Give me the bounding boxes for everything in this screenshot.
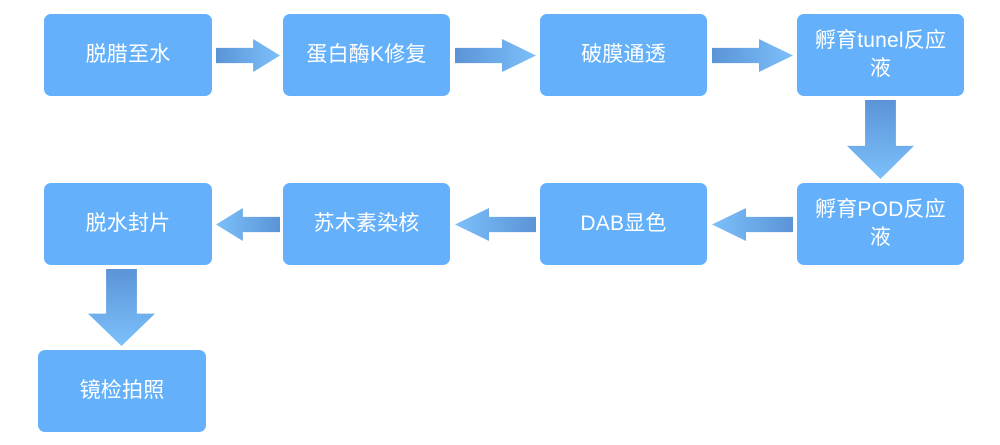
- flow-arrow-right-icon: [712, 39, 793, 72]
- flow-node-苏木素染核[interactable]: 苏木素染核: [283, 183, 450, 265]
- flow-node-label: 破膜通透: [581, 43, 666, 67]
- flow-node-脱腊至水[interactable]: 脱腊至水: [44, 14, 212, 96]
- flow-node-孵育POD反应液[interactable]: 孵育POD反应液: [797, 183, 964, 265]
- flow-node-label: DAB显色: [580, 212, 667, 236]
- flow-node-label: 孵育tunel反应液: [814, 29, 947, 80]
- flow-node-label: 脱水封片: [85, 212, 171, 236]
- flow-arrow-left-icon: [712, 208, 793, 241]
- flow-node-DAB显色[interactable]: DAB显色: [540, 183, 707, 265]
- flow-node-破膜通透[interactable]: 破膜通透: [540, 14, 707, 96]
- flow-node-label: 苏木素染核: [313, 212, 420, 236]
- flow-arrow-down-icon: [88, 269, 155, 346]
- flow-node-脱水封片[interactable]: 脱水封片: [44, 183, 212, 265]
- flow-node-孵育tunel反应液[interactable]: 孵育tunel反应液: [797, 14, 964, 96]
- flow-arrow-left-icon: [455, 208, 536, 241]
- flow-arrow-right-icon: [455, 39, 536, 72]
- flow-arrow-down-icon: [847, 100, 914, 179]
- flow-node-label: 镜检拍照: [79, 379, 165, 403]
- flow-arrow-right-icon: [216, 39, 280, 72]
- flow-node-label: 脱腊至水: [85, 43, 171, 67]
- flow-node-label: 蛋白酶K修复: [306, 43, 427, 67]
- flow-arrow-left-icon: [216, 208, 280, 241]
- flow-node-镜检拍照[interactable]: 镜检拍照: [38, 350, 206, 432]
- flow-node-label: 孵育POD反应液: [815, 198, 946, 249]
- flow-node-蛋白酶K修复[interactable]: 蛋白酶K修复: [283, 14, 450, 96]
